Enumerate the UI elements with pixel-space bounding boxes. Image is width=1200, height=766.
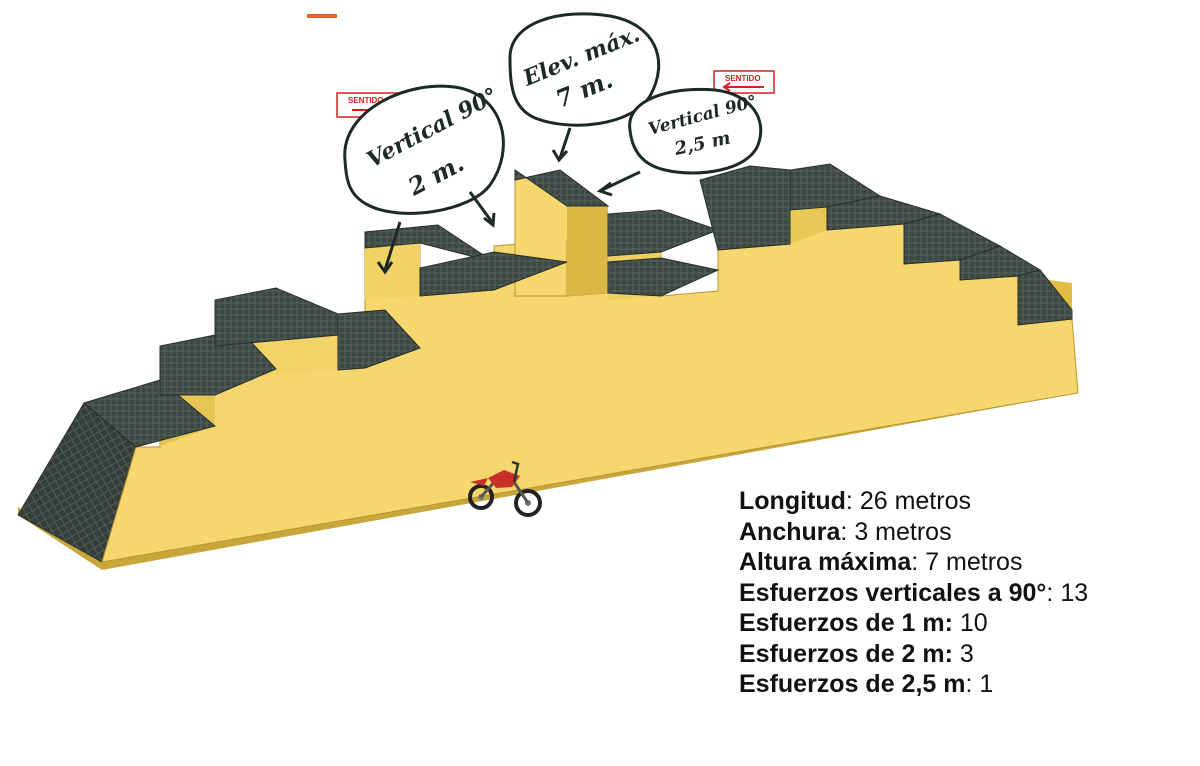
spec-2m-efforts: Esfuerzos de 2 m: 3 [739, 639, 1088, 670]
spec-1m-efforts-value: 10 [959, 609, 988, 637]
spec-max-height-value: 7 metros [925, 548, 1023, 576]
spec-2-5m-efforts: Esfuerzos de 2,5 m: 1 [739, 670, 994, 698]
tread-10 [699, 165, 791, 251]
spec-1m-efforts-label: Esfuerzos de 1 m: [739, 609, 953, 637]
spec-2m-efforts-label: Esfuerzos de 2 m: [739, 639, 953, 668]
tread-7 [514, 169, 610, 207]
tread-8 [607, 209, 720, 257]
spec-2-5m-efforts-label: Esfuerzos de 2,5 m [739, 670, 966, 698]
spec-width-value: 3 metros [854, 517, 952, 546]
annotation-right: Vertical 90° 2,5 m [596, 87, 763, 197]
annotation-center: Elev. máx. 7 m. [508, 12, 661, 163]
direction-sign-right: SENTIDO [713, 70, 775, 94]
spec-vertical-efforts-label: Esfuerzos verticales a 90° [739, 578, 1047, 607]
sign-label-left: SENTIDO [348, 96, 384, 105]
sign-label-right: SENTIDO [725, 74, 761, 83]
tread-9 [607, 257, 720, 297]
spec-2m-efforts-value: 3 [959, 639, 974, 668]
tread-4 [337, 309, 421, 371]
spec-max-height: Altura máxima: 7 metros [739, 548, 1023, 576]
motorcycle-icon [468, 460, 542, 517]
spec-vertical-efforts: Esfuerzos verticales a 90°: 13 [739, 578, 1089, 607]
spec-length-label: Longitud [739, 487, 846, 515]
spec-width: Anchura: 3 metros [739, 517, 952, 546]
spec-length-value: 26 metros [859, 487, 971, 515]
spec-vertical-efforts-value: 13 [1060, 578, 1089, 607]
tread-15 [1017, 269, 1073, 326]
spec-1m-efforts: Esfuerzos de 1 m: 10 [739, 608, 1088, 639]
spec-2-5m-efforts-value: 1 [979, 670, 994, 698]
spec-width-label: Anchura [739, 517, 841, 546]
specs-list: Longitud: 26 metros Anchura: 3 metros Al… [739, 486, 1088, 700]
tread-1 [82, 379, 217, 448]
obstacle-structure [17, 163, 1079, 570]
spec-max-height-label: Altura máxima [739, 548, 912, 576]
spec-length: Longitud: 26 metros [739, 487, 971, 515]
accent-dash [307, 14, 337, 18]
tread-6 [419, 251, 568, 297]
